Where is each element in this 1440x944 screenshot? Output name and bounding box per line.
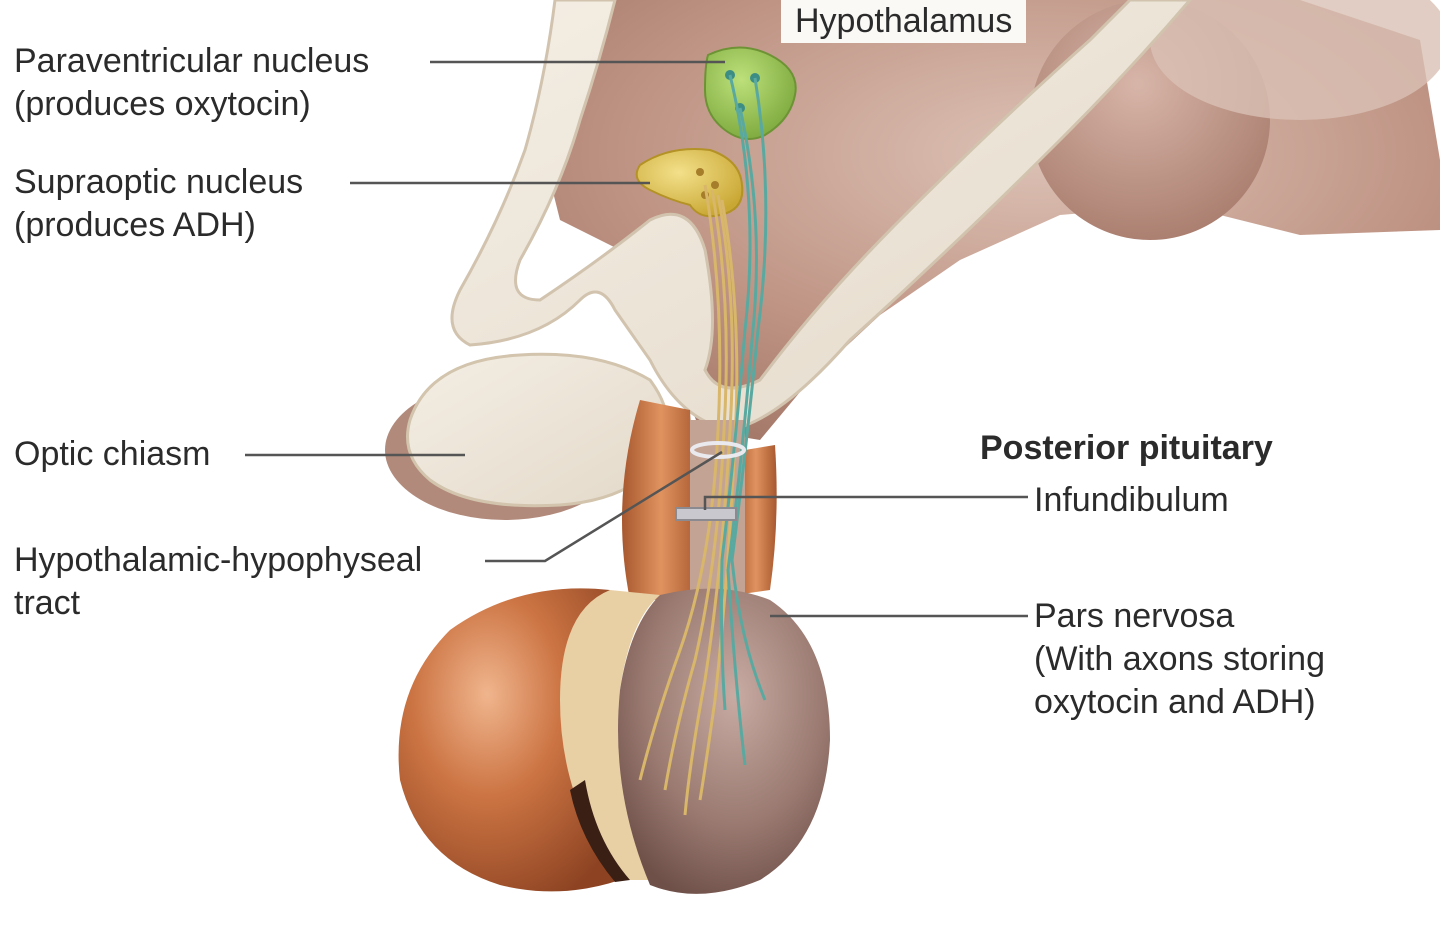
paraventricular-nucleus-label: Paraventricular nucleus (produces oxytoc… <box>14 42 370 123</box>
supraoptic-nucleus-label: Supraoptic nucleus (produces ADH) <box>14 163 304 244</box>
paraventricular-nucleus <box>703 46 797 140</box>
pars-nervosa-label: Pars nervosa (With axons storing oxytoci… <box>1034 597 1325 721</box>
optic-chiasm-label: Optic chiasm <box>14 435 211 473</box>
stalk-ring-upper <box>690 441 746 459</box>
third-ventricle-wall <box>450 0 1192 432</box>
hypothalamus-label: Hypothalamus <box>781 0 1027 43</box>
adh-axons <box>638 184 739 816</box>
pars-nervosa <box>618 588 830 894</box>
stalk-right <box>735 445 777 595</box>
infundibulum-label: Infundibulum <box>1034 481 1229 519</box>
leader-lines <box>245 60 1028 618</box>
hypothalamic-hypophyseal-tract-label: Hypothalamic-hypophyseal tract <box>14 541 423 622</box>
oxytocin-axons <box>719 74 768 766</box>
posterior-pituitary-heading: Posterior pituitary <box>980 429 1273 467</box>
stalk-left <box>622 400 700 600</box>
